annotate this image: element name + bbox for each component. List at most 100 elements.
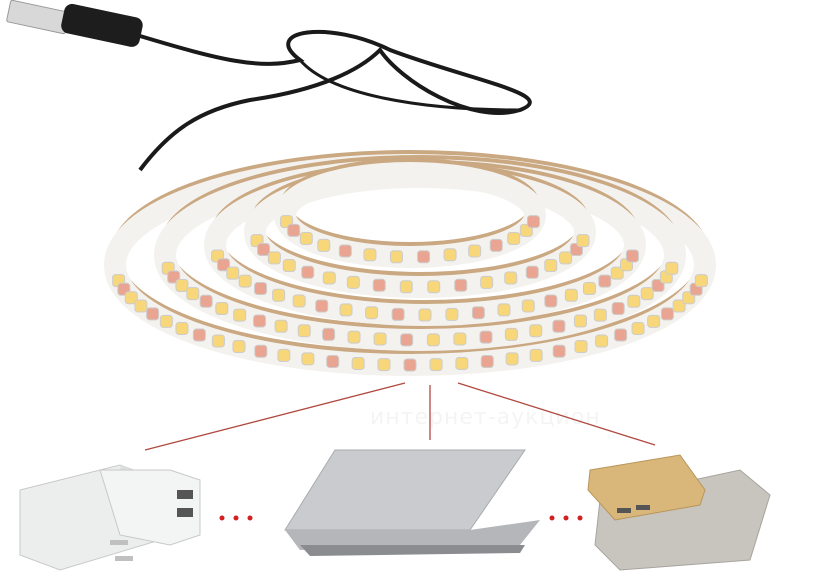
led-chip [505, 352, 519, 366]
led-chip [274, 319, 288, 333]
led-chip [582, 282, 596, 296]
led-chip [199, 294, 213, 308]
led-chip [272, 288, 286, 302]
led-chip [159, 314, 173, 328]
led-chip [672, 299, 686, 313]
led-chip [468, 244, 482, 258]
led-chip [282, 259, 296, 273]
led-chip [297, 324, 311, 338]
led-chip [175, 321, 189, 335]
led-chip [544, 294, 558, 308]
led-chip [471, 306, 485, 320]
led-chip [254, 282, 268, 296]
led-chip [631, 321, 645, 335]
led-chip [627, 294, 641, 308]
usb-cable [138, 29, 532, 172]
led-chip [186, 287, 200, 301]
led-chip [640, 287, 654, 301]
led-chip [134, 299, 148, 313]
watermark: интернет-аукцион [370, 405, 601, 430]
ellipsis-dots-right [549, 515, 583, 521]
usb-plug [6, 0, 143, 47]
connector-lines [144, 382, 656, 451]
led-chip [598, 274, 612, 288]
led-chip [389, 250, 403, 264]
led-chip [215, 301, 229, 315]
led-chip [610, 266, 624, 280]
led-chip [445, 307, 459, 321]
strip-ring [274, 162, 546, 268]
led-chip [660, 307, 674, 321]
ellipsis-dots-left [219, 515, 253, 521]
led-chip [238, 274, 252, 288]
led-chip [614, 328, 628, 342]
led-chip [226, 266, 240, 280]
led-chip [529, 348, 543, 362]
led-chip [124, 291, 138, 305]
led-chip [257, 242, 271, 256]
led-chip [479, 330, 493, 344]
usb-cable-loop [298, 59, 521, 112]
led-chip [526, 215, 540, 229]
led-chip [277, 348, 291, 362]
led-chip [489, 238, 503, 252]
led-chip [665, 261, 679, 275]
led-chip [426, 333, 440, 347]
led-chip [593, 308, 607, 322]
led-chip [574, 339, 588, 353]
led-chip [552, 344, 566, 358]
led-chip [400, 333, 414, 347]
led-chip [346, 275, 360, 289]
led-chip [338, 244, 352, 258]
led-chip [233, 308, 247, 322]
led-chip [373, 332, 387, 346]
led-chip [301, 352, 315, 366]
led-chip [429, 358, 443, 372]
led-chip [377, 358, 391, 372]
led-chip [287, 223, 301, 237]
led-chip [576, 234, 590, 248]
led-chip [694, 274, 708, 288]
led-chip [564, 288, 578, 302]
led-chip [292, 294, 306, 308]
led-chip [365, 306, 379, 320]
led-chip [299, 231, 313, 245]
led-chip [301, 265, 315, 279]
led-chip [544, 259, 558, 273]
led-chip [625, 249, 639, 263]
led-chip [254, 344, 268, 358]
power-banks [587, 454, 771, 571]
led-chip [253, 314, 267, 328]
led-chip [552, 319, 566, 333]
led-chip [217, 258, 231, 272]
led-chip [326, 355, 340, 369]
led-strip-coil [104, 150, 716, 376]
led-chip [529, 324, 543, 338]
led-chip [559, 251, 573, 265]
led-chip [453, 332, 467, 346]
led-chip [455, 356, 469, 370]
led-chip [267, 251, 281, 265]
led-chip [175, 278, 189, 292]
led-chip [611, 301, 625, 315]
led-chip [573, 314, 587, 328]
led-chip [417, 250, 431, 264]
led-chip [427, 280, 441, 294]
led-chip [211, 334, 225, 348]
led-chip [504, 271, 518, 285]
led-chip [363, 248, 377, 262]
led-chip [507, 231, 521, 245]
led-chip [146, 307, 160, 321]
led-chip [418, 308, 432, 322]
led-chip [525, 265, 539, 279]
led-chip [372, 278, 386, 292]
led-chip [317, 238, 331, 252]
led-chip [480, 275, 494, 289]
led-chip [497, 303, 511, 317]
led-chip [347, 330, 361, 344]
led-chip [454, 278, 468, 292]
led-chip [521, 299, 535, 313]
led-chip [192, 328, 206, 342]
led-chip [504, 327, 518, 341]
